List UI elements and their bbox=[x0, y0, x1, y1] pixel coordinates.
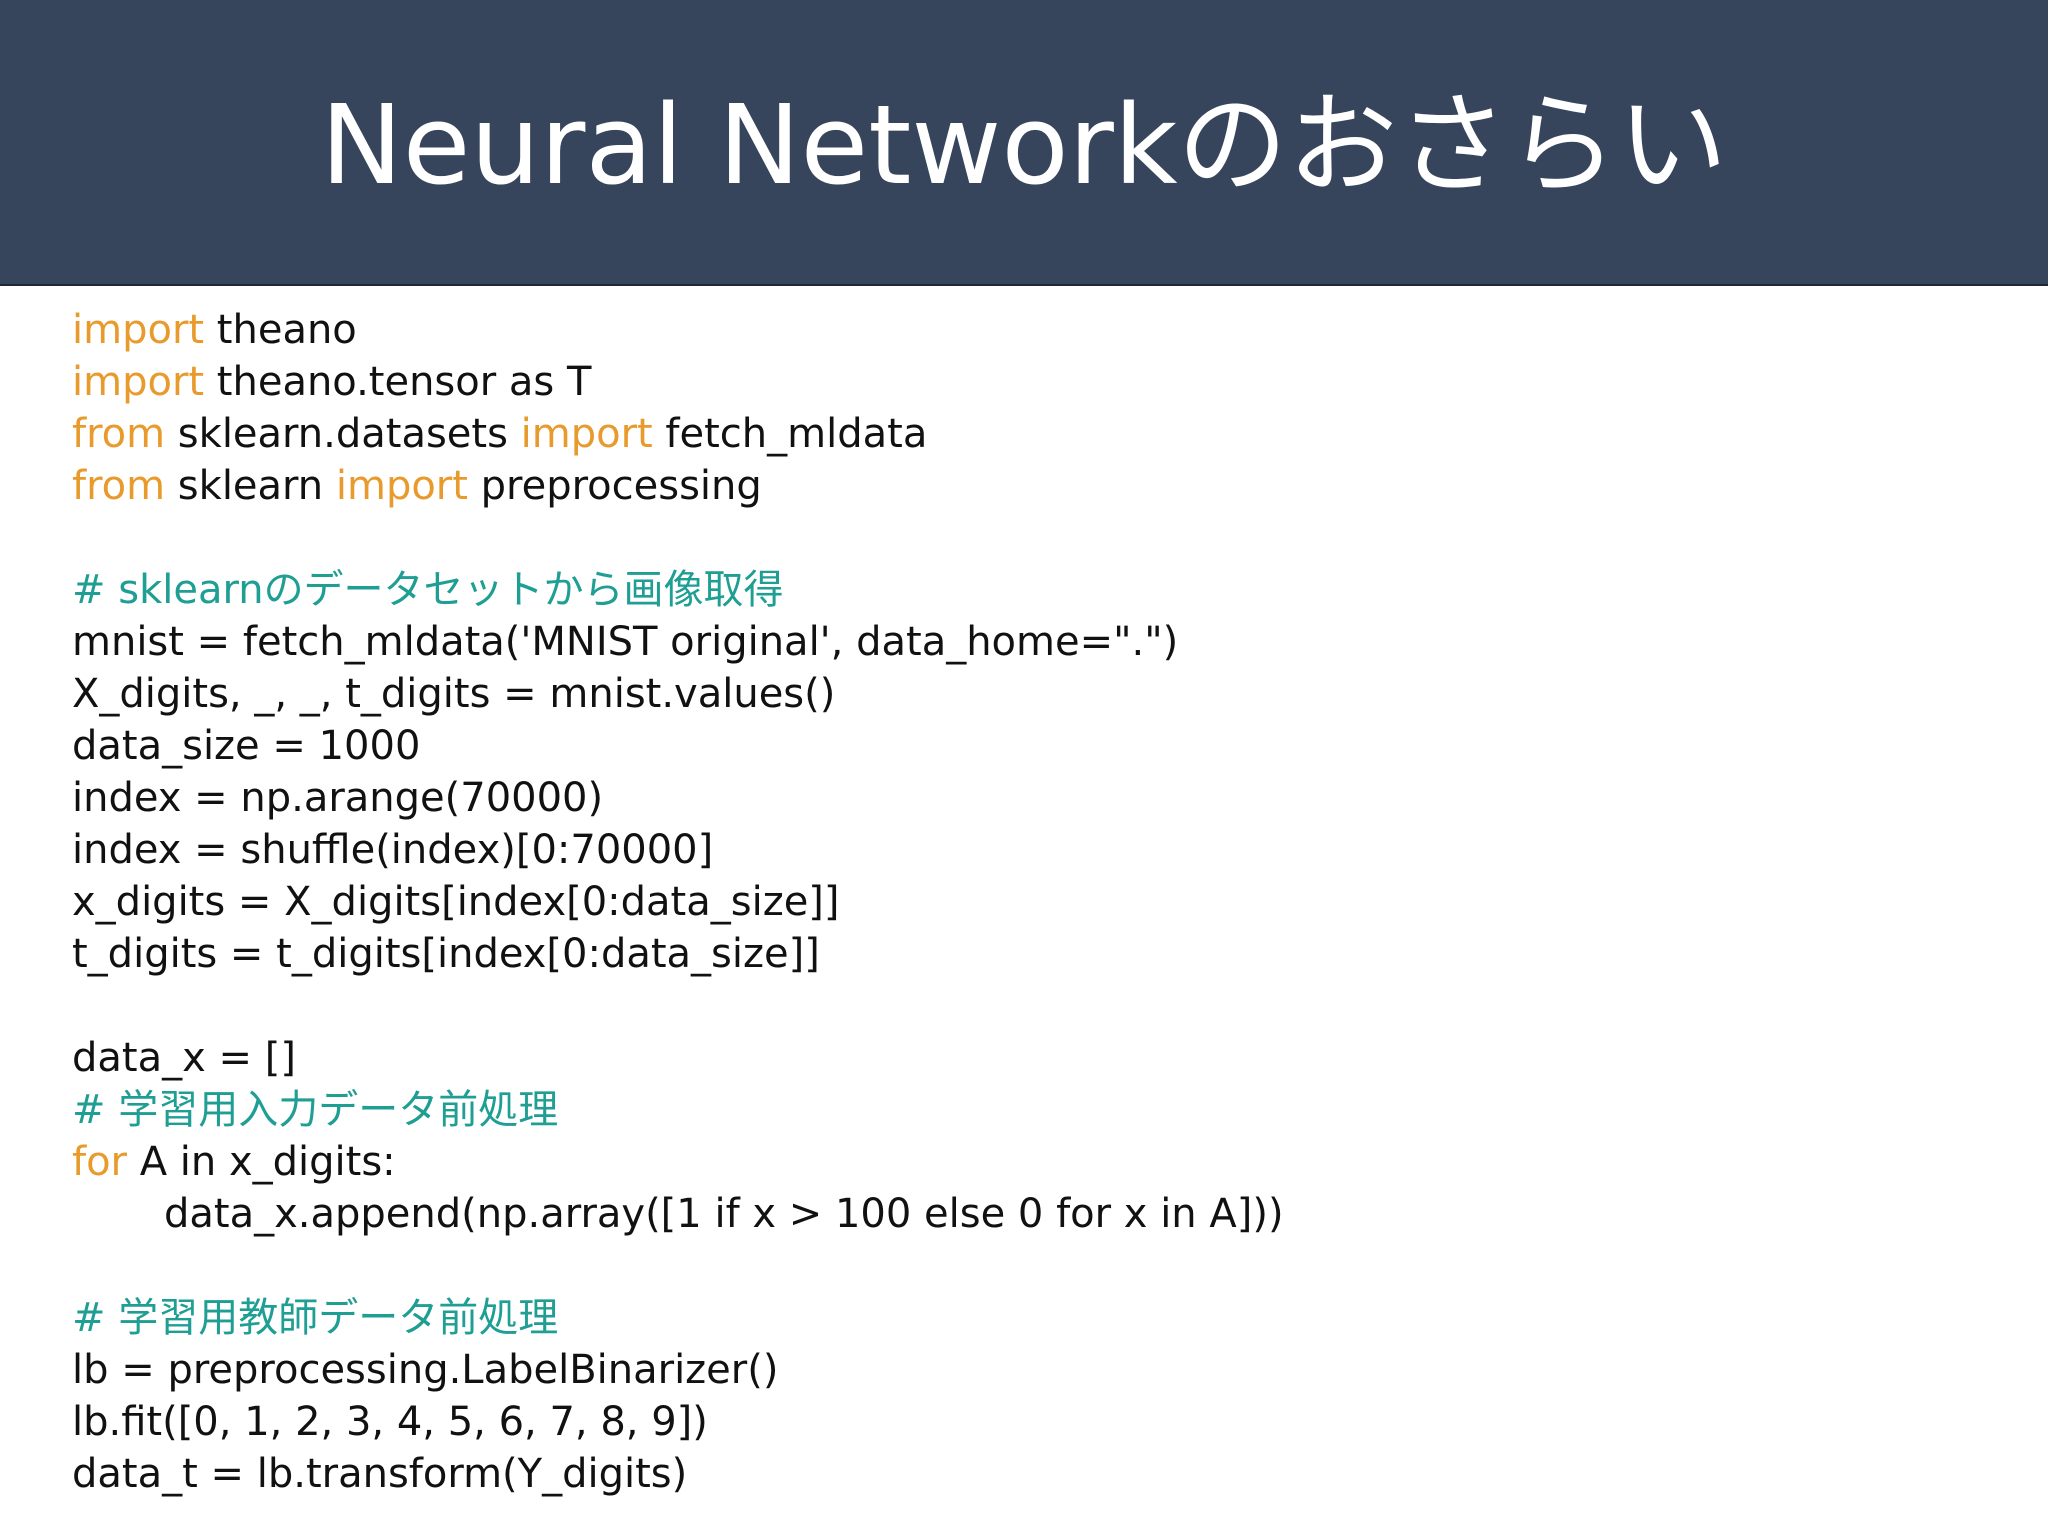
code-line: mnist = fetch_mldata('MNIST original', d… bbox=[72, 616, 1972, 668]
code-text: t_digits = t_digits[index[0:data_size]] bbox=[72, 931, 820, 977]
code-line: import theano.tensor as T bbox=[72, 356, 1972, 408]
code-line: data_size = 1000 bbox=[72, 720, 1972, 772]
code-text: fetch_mldata bbox=[652, 411, 928, 457]
code-line: # sklearnのデータセットから画像取得 bbox=[72, 564, 1972, 616]
code-line: index = shuffle(index)[0:70000] bbox=[72, 824, 1972, 876]
title-bar: Neural Networkのおさらい bbox=[0, 0, 2048, 286]
slide-title: Neural Networkのおさらい bbox=[320, 81, 1728, 209]
code-comment: # 学習用教師データ前処理 bbox=[72, 1295, 559, 1341]
code-keyword: import bbox=[335, 463, 468, 509]
code-comment: # 学習用入力データ前処理 bbox=[72, 1087, 559, 1133]
code-blank-line bbox=[72, 512, 1972, 564]
code-text: lb = preprocessing.LabelBinarizer() bbox=[72, 1347, 779, 1393]
code-line: from sklearn import preprocessing bbox=[72, 460, 1972, 512]
code-line: from sklearn.datasets import fetch_mldat… bbox=[72, 408, 1972, 460]
code-keyword: from bbox=[72, 411, 166, 457]
code-text: X_digits, _, _, t_digits = mnist.values(… bbox=[72, 671, 836, 717]
code-text: lb.fit([0, 1, 2, 3, 4, 5, 6, 7, 8, 9]) bbox=[72, 1399, 708, 1445]
code-text: theano.tensor as T bbox=[204, 359, 592, 405]
code-keyword: import bbox=[72, 359, 205, 405]
code-line: index = np.arange(70000) bbox=[72, 772, 1972, 824]
code-line: data_x.append(np.array([1 if x > 100 els… bbox=[72, 1188, 1972, 1240]
code-text: sklearn.datasets bbox=[165, 411, 521, 457]
code-line: X_digits, _, _, t_digits = mnist.values(… bbox=[72, 668, 1972, 720]
code-line: data_t = lb.transform(Y_digits) bbox=[72, 1448, 1972, 1500]
code-text: index = np.arange(70000) bbox=[72, 775, 604, 821]
code-text: sklearn bbox=[165, 463, 336, 509]
code-line: import theano bbox=[72, 304, 1972, 356]
code-line: lb.fit([0, 1, 2, 3, 4, 5, 6, 7, 8, 9]) bbox=[72, 1396, 1972, 1448]
code-text: A in x_digits: bbox=[127, 1139, 396, 1185]
code-text: preprocessing bbox=[467, 463, 762, 509]
code-line: # 学習用入力データ前処理 bbox=[72, 1084, 1972, 1136]
code-line: for A in x_digits: bbox=[72, 1136, 1972, 1188]
code-text: mnist = fetch_mldata('MNIST original', d… bbox=[72, 619, 1179, 665]
code-keyword: from bbox=[72, 463, 166, 509]
code-keyword: import bbox=[520, 411, 653, 457]
code-text: data_x.append(np.array([1 if x > 100 els… bbox=[164, 1191, 1284, 1237]
code-line: # 学習用教師データ前処理 bbox=[72, 1292, 1972, 1344]
code-keyword: import bbox=[72, 307, 205, 353]
code-text: data_size = 1000 bbox=[72, 723, 421, 769]
code-text: data_x = [] bbox=[72, 1035, 296, 1081]
code-line: t_digits = t_digits[index[0:data_size]] bbox=[72, 928, 1972, 980]
code-line: x_digits = X_digits[index[0:data_size]] bbox=[72, 876, 1972, 928]
code-text: theano bbox=[204, 307, 357, 353]
code-text: data_t = lb.transform(Y_digits) bbox=[72, 1451, 688, 1497]
code-keyword: for bbox=[72, 1139, 127, 1185]
code-blank-line bbox=[72, 1240, 1972, 1292]
code-line: data_x = [] bbox=[72, 1032, 1972, 1084]
code-blank-line bbox=[72, 980, 1972, 1032]
code-line: lb = preprocessing.LabelBinarizer() bbox=[72, 1344, 1972, 1396]
code-text: x_digits = X_digits[index[0:data_size]] bbox=[72, 879, 840, 925]
code-comment: # sklearnのデータセットから画像取得 bbox=[72, 567, 784, 613]
code-text: index = shuffle(index)[0:70000] bbox=[72, 827, 714, 873]
